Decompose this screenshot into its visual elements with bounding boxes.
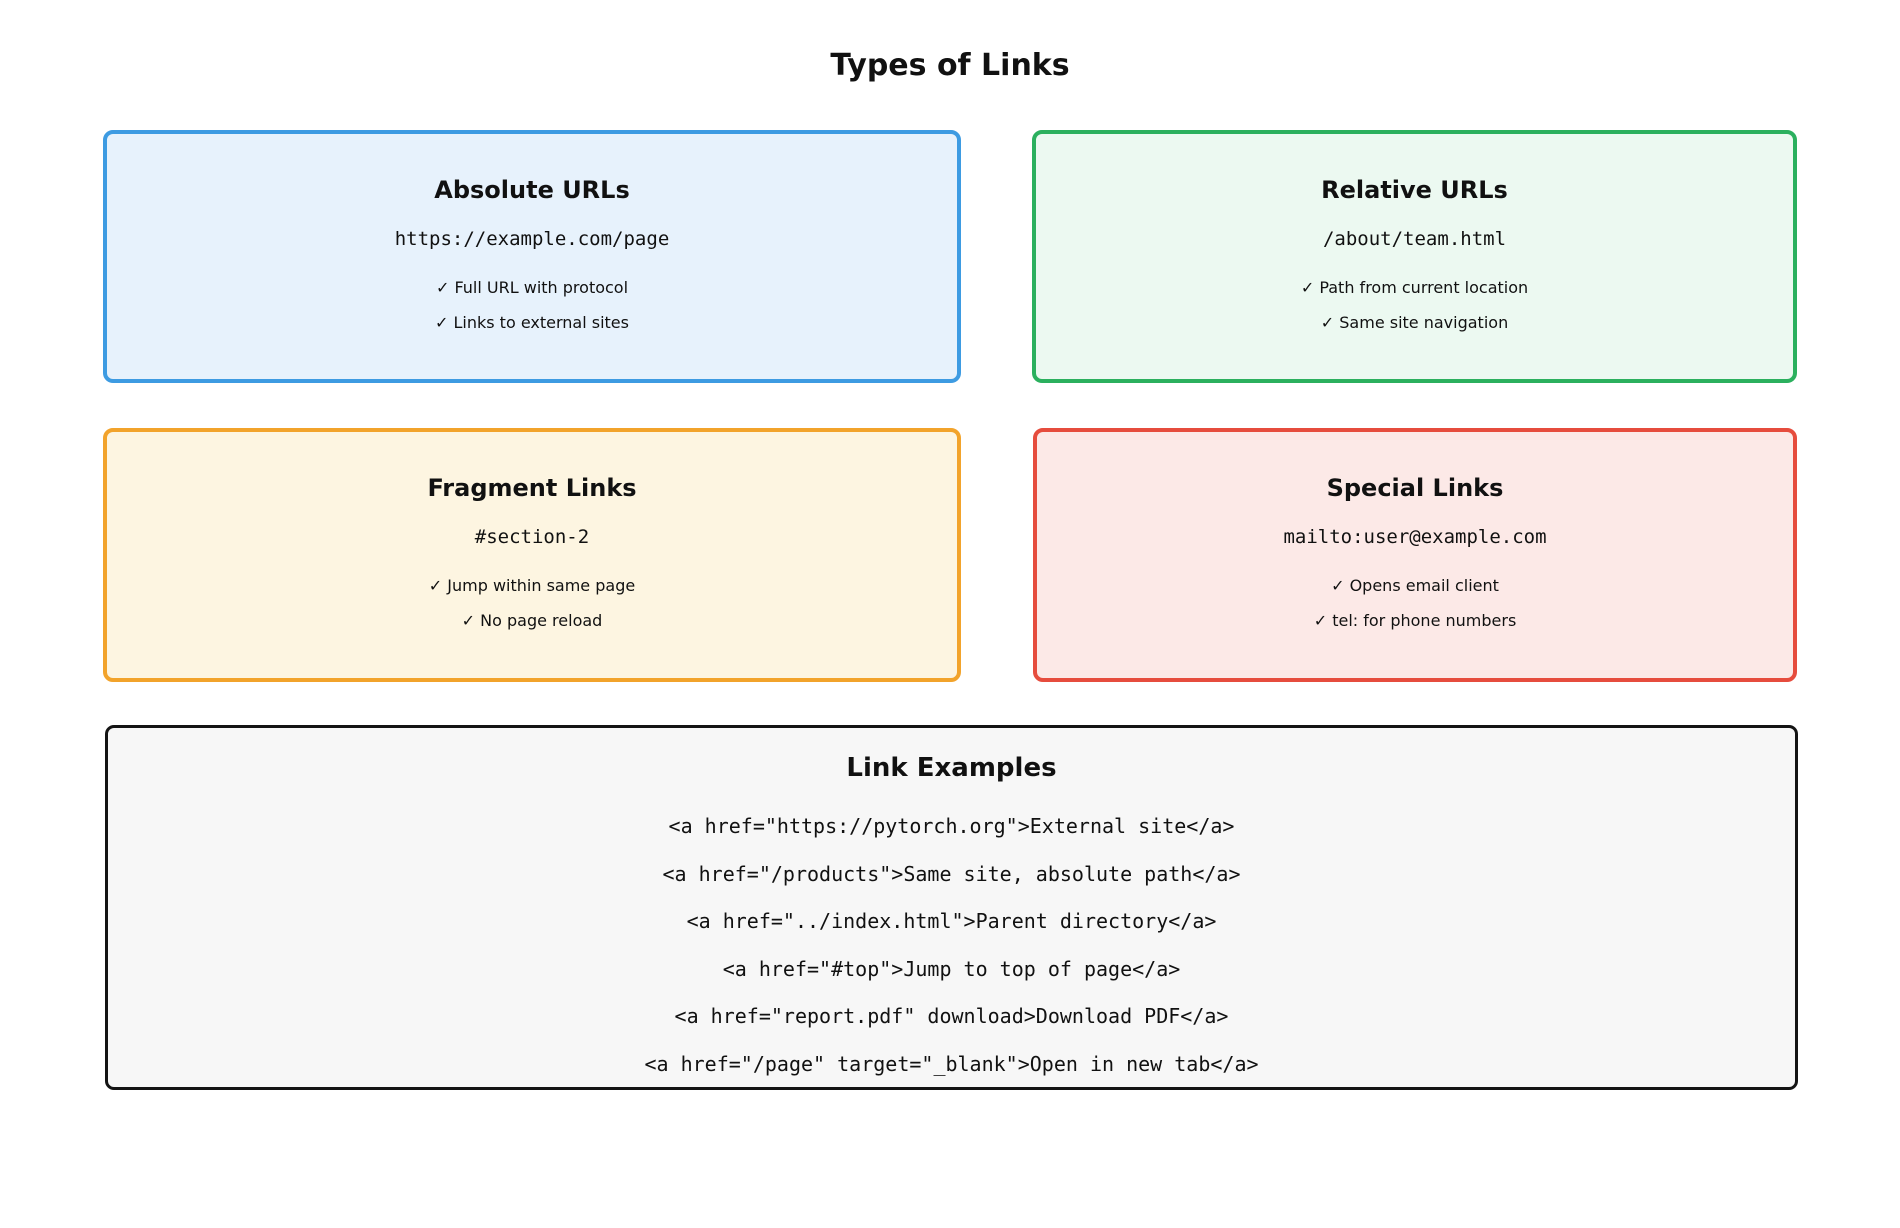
card-point: ✓ Full URL with protocol [435, 278, 629, 297]
card-example-url: #section-2 [474, 526, 590, 548]
card-title-relative-urls: Relative URLs [1321, 176, 1508, 204]
code-line-download-pdf: <a href="report.pdf" download>Download P… [674, 1004, 1229, 1028]
card-point: ✓ Same site navigation [1320, 313, 1509, 332]
card-point: ✓ No page reload [461, 611, 603, 630]
code-line-jump-to-top: <a href="#top">Jump to top of page</a> [722, 956, 1181, 981]
card-title-absolute-urls: Absolute URLs [434, 176, 630, 204]
card-relative-urls: Relative URLs /about/team.html ✓ Path fr… [1032, 130, 1797, 383]
card-absolute-urls: Absolute URLs https://example.com/page ✓… [103, 130, 961, 383]
card-example-url: /about/team.html [1322, 228, 1507, 250]
card-point: ✓ Path from current location [1300, 278, 1529, 297]
card-point: ✓ Opens email client [1331, 576, 1499, 595]
card-fragment-links: Fragment Links #section-2 ✓ Jump within … [103, 428, 961, 682]
card-point: ✓ tel: for phone numbers [1313, 611, 1517, 630]
card-title-fragment-links: Fragment Links [427, 474, 637, 502]
code-line-external-site: <a href="https://pytorch.org">External s… [668, 814, 1235, 838]
card-point: ✓ Links to external sites [435, 313, 629, 332]
card-special-links: Special Links mailto:user@example.com ✓ … [1033, 428, 1797, 682]
card-example-url: mailto:user@example.com [1283, 526, 1547, 548]
code-line-absolute-path: <a href="/products">Same site, absolute … [662, 861, 1241, 886]
card-title-special-links: Special Links [1326, 474, 1504, 502]
code-line-parent-directory: <a href="../index.html">Parent directory… [686, 909, 1217, 933]
page-title: Types of Links [830, 48, 1070, 83]
card-example-url: https://example.com/page [394, 228, 670, 250]
link-examples-title: Link Examples [846, 753, 1057, 783]
link-examples-panel: Link Examples <a href="https://pytorch.o… [105, 725, 1798, 1090]
code-line-open-new-tab: <a href="/page" target="_blank">Open in … [644, 1051, 1259, 1076]
card-point: ✓ Jump within same page [428, 576, 636, 595]
